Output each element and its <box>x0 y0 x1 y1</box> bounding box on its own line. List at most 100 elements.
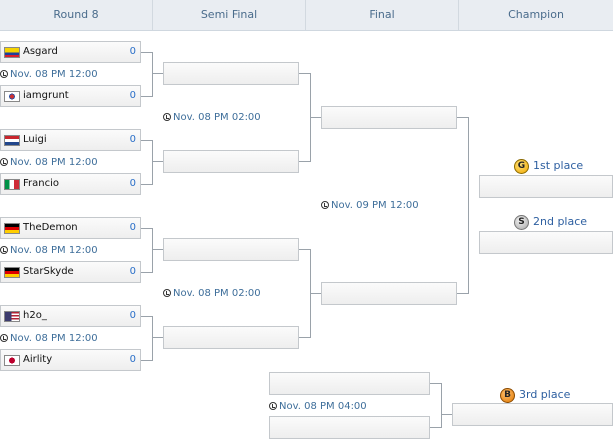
semi-final-slot[interactable] <box>163 62 299 85</box>
clock-icon <box>0 334 8 342</box>
match-time: Nov. 08 PM 04:00 <box>269 400 367 414</box>
player-slot-francio[interactable]: Francio 0 <box>0 173 141 195</box>
connector-line <box>152 140 153 185</box>
connector-line <box>299 249 311 250</box>
player-slot-starskyde[interactable]: StarSkyde 0 <box>0 261 141 283</box>
third-place-slot[interactable] <box>452 403 613 426</box>
match-time: Nov. 08 PM 12:00 <box>0 244 98 258</box>
player-slot-thedemon[interactable]: TheDemon 0 <box>0 217 141 239</box>
header-final: Final <box>306 0 459 30</box>
player-name: Airlity <box>23 354 53 365</box>
player-score: 0 <box>129 222 136 233</box>
connector-line <box>310 117 321 118</box>
connector-line <box>457 293 469 294</box>
connector-line <box>457 117 469 118</box>
final-slot[interactable] <box>321 282 457 305</box>
connector-line <box>152 249 163 250</box>
player-name: iamgrunt <box>23 90 69 101</box>
connector-line <box>299 161 311 162</box>
connector-line <box>310 293 321 294</box>
gold-medal-icon: G <box>514 158 529 174</box>
player-name: StarSkyde <box>23 266 74 277</box>
third-place-match-slot[interactable] <box>269 372 430 395</box>
connector-line <box>152 161 163 162</box>
connector-line <box>430 383 442 384</box>
match-time: Nov. 08 PM 12:00 <box>0 156 98 170</box>
flag-netherlands-icon <box>4 135 20 146</box>
bronze-medal-icon: B <box>500 387 515 403</box>
player-score: 0 <box>129 134 136 145</box>
clock-icon <box>163 113 171 121</box>
third-place-match-slot[interactable] <box>269 416 430 439</box>
flag-colombia-icon <box>4 47 20 58</box>
connector-line <box>141 140 153 141</box>
player-score: 0 <box>129 90 136 101</box>
flag-japan-icon <box>4 355 20 366</box>
connector-line <box>441 414 452 415</box>
connector-line <box>141 52 153 53</box>
player-score: 0 <box>129 354 136 365</box>
semi-final-slot[interactable] <box>163 238 299 261</box>
flag-germany-icon <box>4 267 20 278</box>
player-score: 0 <box>129 310 136 321</box>
player-name: Luigi <box>23 134 47 145</box>
second-place-slot[interactable] <box>479 231 613 254</box>
clock-icon <box>321 201 329 209</box>
connector-line <box>152 228 153 273</box>
player-name: Asgard <box>23 46 58 57</box>
header-divider <box>0 30 613 31</box>
flag-germany-icon <box>4 223 20 234</box>
first-place-slot[interactable] <box>479 175 613 198</box>
header-champion: Champion <box>459 0 613 30</box>
connector-line <box>441 383 442 428</box>
semi-final-slot[interactable] <box>163 326 299 349</box>
connector-line <box>299 73 311 74</box>
connector-line <box>141 96 153 97</box>
header-semi-final: Semi Final <box>153 0 306 30</box>
player-slot-luigi[interactable]: Luigi 0 <box>0 129 141 151</box>
connector-line <box>141 184 153 185</box>
connector-line <box>141 360 153 361</box>
flag-south-korea-icon <box>4 91 20 102</box>
flag-italy-icon <box>4 179 20 190</box>
connector-line <box>152 316 153 361</box>
match-time: Nov. 08 PM 12:00 <box>0 332 98 346</box>
match-time: Nov. 09 PM 12:00 <box>321 199 419 213</box>
clock-icon <box>0 246 8 254</box>
player-slot-iamgrunt[interactable]: iamgrunt 0 <box>0 85 141 107</box>
final-slot[interactable] <box>321 106 457 129</box>
clock-icon <box>0 158 8 166</box>
clock-icon <box>163 289 171 297</box>
silver-medal-icon: S <box>514 214 529 230</box>
connector-line <box>430 427 442 428</box>
player-name: Francio <box>23 178 59 189</box>
player-score: 0 <box>129 266 136 277</box>
clock-icon <box>0 70 8 78</box>
connector-line <box>299 337 311 338</box>
connector-line <box>468 117 469 294</box>
connector-line <box>141 272 153 273</box>
match-time: Nov. 08 PM 02:00 <box>163 111 261 125</box>
player-slot-asgard[interactable]: Asgard 0 <box>0 41 141 63</box>
player-score: 0 <box>129 46 136 57</box>
clock-icon <box>269 402 277 410</box>
player-score: 0 <box>129 178 136 189</box>
connector-line <box>152 52 153 97</box>
match-time: Nov. 08 PM 12:00 <box>0 68 98 82</box>
header-round8: Round 8 <box>0 0 153 30</box>
flag-united-states-icon <box>4 311 20 322</box>
connector-line <box>141 316 153 317</box>
semi-final-slot[interactable] <box>163 150 299 173</box>
player-slot-h2o[interactable]: h2o_ 0 <box>0 305 141 327</box>
player-name: TheDemon <box>23 222 78 233</box>
player-name: h2o_ <box>23 310 47 321</box>
player-slot-airlity[interactable]: Airlity 0 <box>0 349 141 371</box>
connector-line <box>152 337 163 338</box>
connector-line <box>152 73 163 74</box>
match-time: Nov. 08 PM 02:00 <box>163 287 261 301</box>
connector-line <box>141 228 153 229</box>
